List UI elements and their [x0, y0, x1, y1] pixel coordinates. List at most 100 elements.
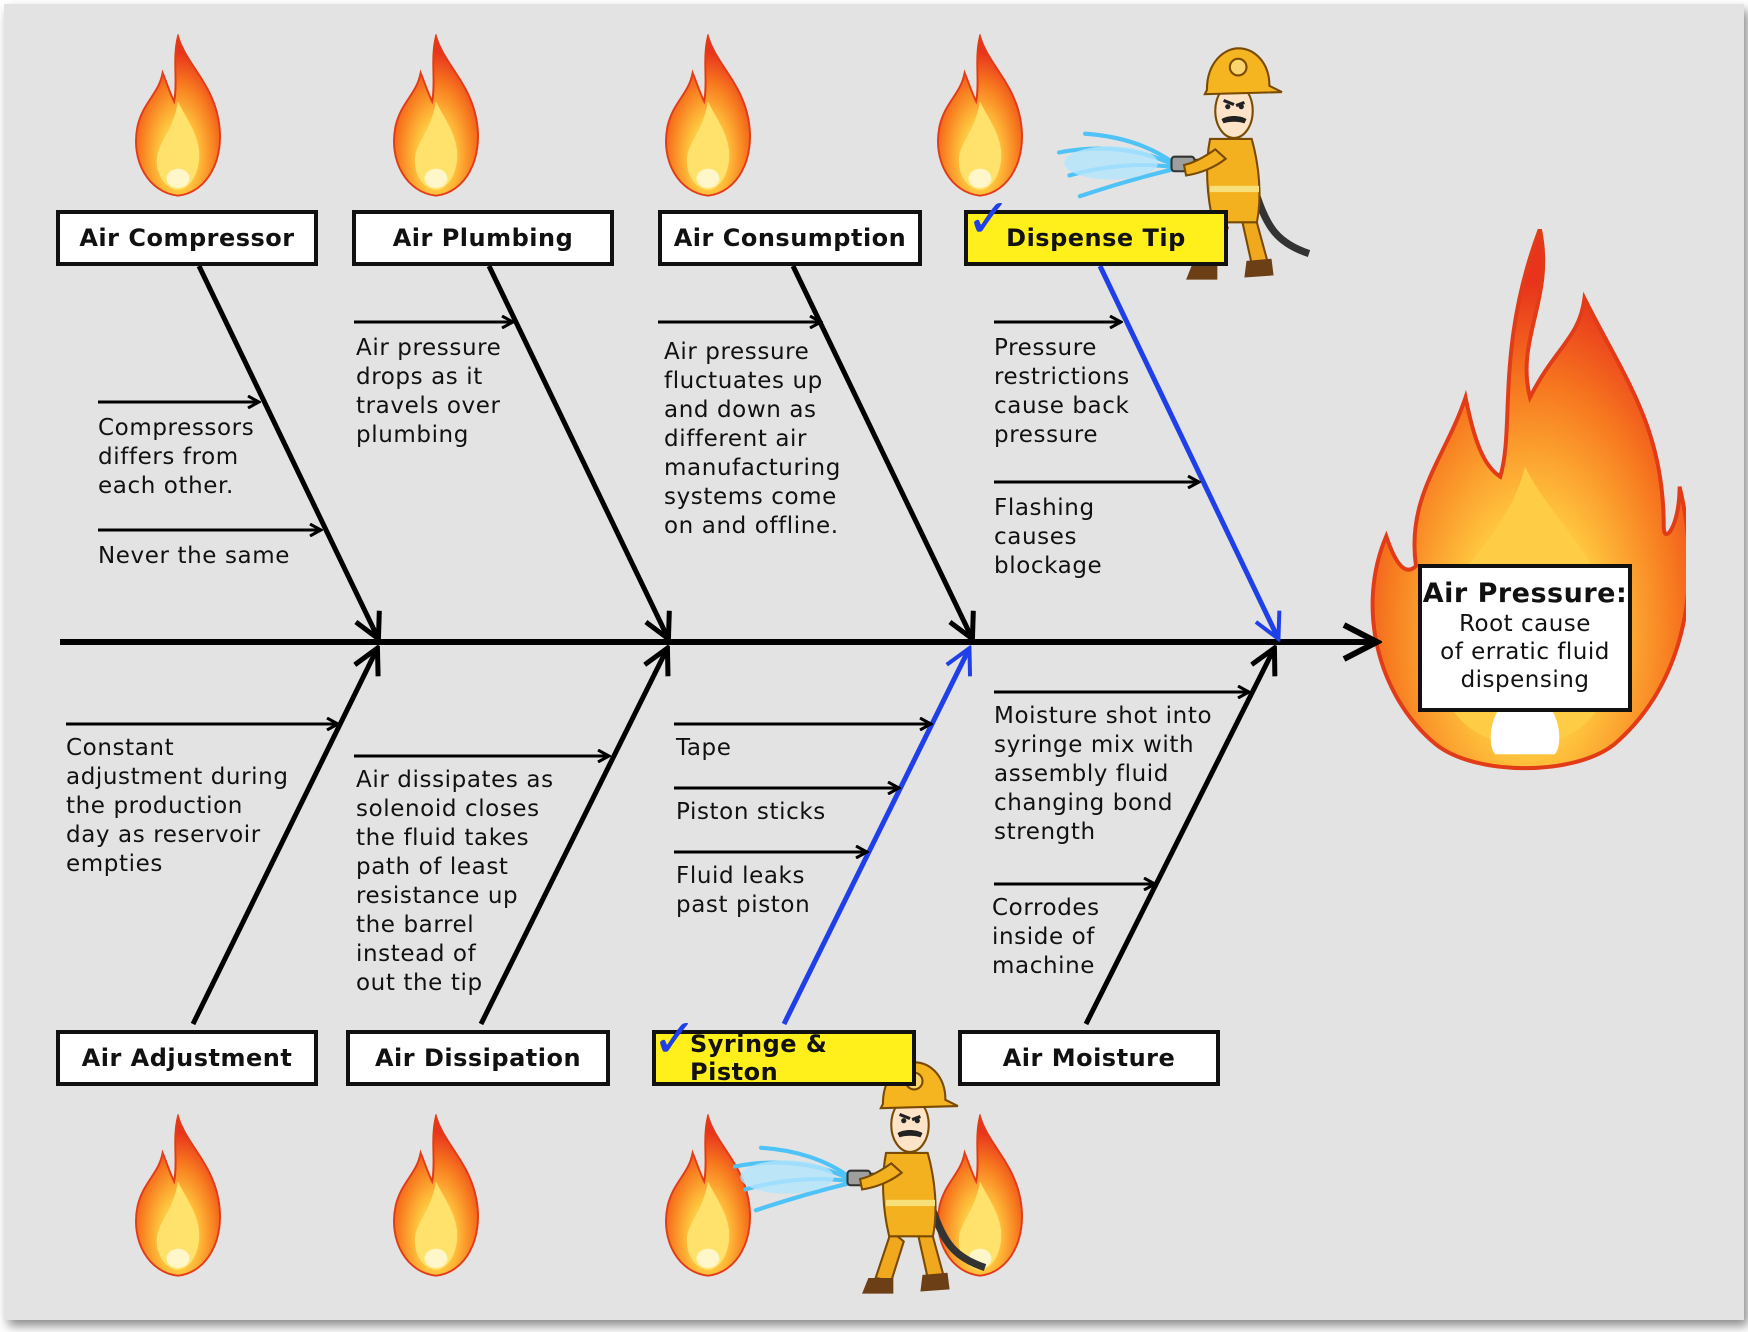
cause-text: Tape	[676, 734, 732, 763]
cause-line: inside of	[992, 924, 1095, 950]
flame-icon	[393, 35, 479, 197]
cause-line: cause back	[994, 393, 1130, 419]
cause-text: Never the same	[98, 542, 290, 571]
effect-subtitle-line: of erratic fluid	[1440, 639, 1610, 665]
cause-line: strength	[994, 819, 1096, 845]
cause-line: drops as it	[356, 364, 483, 390]
cause-line: the barrel	[356, 912, 475, 938]
category-label: Air Moisture	[1002, 1044, 1176, 1072]
cause-line: out the tip	[356, 970, 483, 996]
effect-subtitle-line: Root cause	[1459, 611, 1591, 637]
category-label: Dispense Tip	[1006, 224, 1186, 252]
cause-line: systems come	[664, 484, 837, 510]
cause-line: Tape	[676, 735, 732, 761]
cause-line: on and offline.	[664, 513, 839, 539]
bone-air-compressor	[196, 264, 378, 638]
flame-icon	[665, 35, 751, 197]
cause-line: the production	[66, 793, 243, 819]
effect-subtitle-line: dispensing	[1460, 667, 1590, 693]
cause-line: Air pressure	[664, 339, 810, 365]
flame-icon	[937, 1115, 1023, 1277]
check-icon: ✓	[966, 187, 1012, 250]
firefighter-icon	[735, 1062, 985, 1293]
cause-line: path of least	[356, 854, 509, 880]
category-syringe-piston: Syringe & Piston	[652, 1030, 916, 1086]
category-air-dissipation: Air Dissipation	[346, 1030, 610, 1086]
effect-title: Air Pressure:	[1422, 578, 1628, 609]
category-label: Air Compressor	[79, 224, 295, 252]
cause-text: Pressure restrictions cause back pressure	[994, 334, 1130, 450]
cause-line: Compressors	[98, 415, 255, 441]
category-dispense-tip: Dispense Tip	[964, 210, 1228, 266]
cause-line: Corrodes	[992, 895, 1100, 921]
cause-line: Moisture shot into	[994, 703, 1213, 729]
category-air-consumption: Air Consumption	[658, 210, 922, 266]
cause-line: manufacturing	[664, 455, 841, 481]
cause-line: empties	[66, 851, 163, 877]
category-air-compressor: Air Compressor	[56, 210, 318, 266]
cause-text: Piston sticks	[676, 798, 826, 827]
cause-text: Corrodes inside of machine	[992, 894, 1100, 981]
diagram-background: Air Compressor Air Plumbing Air Consumpt…	[4, 4, 1744, 1320]
cause-line: Piston sticks	[676, 799, 826, 825]
cause-line: Constant	[66, 735, 175, 761]
flame-icon	[135, 1115, 221, 1277]
cause-line: Flashing	[994, 495, 1095, 521]
category-label: Air Adjustment	[81, 1044, 293, 1072]
cause-line: machine	[992, 953, 1096, 979]
cause-line: syringe mix with	[994, 732, 1195, 758]
cause-text: Air dissipates as solenoid closes the flui…	[356, 766, 554, 998]
bone-syringe-piston	[781, 649, 969, 1026]
flame-icon	[135, 35, 221, 197]
cause-text: Fluid leaks past piston	[676, 862, 810, 920]
category-label: Syringe & Piston	[690, 1030, 828, 1086]
cause-line: differs from	[98, 444, 239, 470]
cause-line: past piston	[676, 892, 811, 918]
cause-text: Air pressure drops as it travels over plumb…	[356, 334, 501, 450]
cause-line: assembly fluid	[994, 761, 1169, 787]
category-label: Air Plumbing	[392, 224, 574, 252]
flame-icon	[937, 35, 1023, 197]
cause-text: Air pressure fluctuates up and down as diff…	[664, 338, 841, 541]
fishbone-diagram	[60, 35, 1744, 1320]
cause-line: Pressure	[994, 335, 1098, 361]
bone-air-dissipation	[478, 649, 667, 1026]
bone-air-adjustment	[190, 649, 377, 1026]
category-label: Air Dissipation	[374, 1044, 582, 1072]
cause-line: travels over	[356, 393, 501, 419]
cause-line: and down as	[664, 397, 817, 423]
flame-icon	[665, 1115, 751, 1277]
cause-line: pressure	[994, 422, 1099, 448]
cause-line: each other.	[98, 473, 234, 499]
category-air-adjustment: Air Adjustment	[56, 1030, 318, 1086]
bone-dispense-tip	[1097, 264, 1278, 638]
category-air-moisture: Air Moisture	[958, 1030, 1220, 1086]
bone-air-plumbing	[486, 264, 668, 638]
category-air-plumbing: Air Plumbing	[352, 210, 614, 266]
cause-line: changing bond	[994, 790, 1174, 816]
cause-line: day as reservoir	[66, 822, 261, 848]
cause-text: Flashing causes blockage	[994, 494, 1102, 581]
check-icon: ✓	[652, 1007, 698, 1070]
cause-text: Constant adjustment during the production d…	[66, 734, 289, 879]
cause-line: Never the same	[98, 543, 290, 569]
flame-icon	[393, 1115, 479, 1277]
cause-line: plumbing	[356, 422, 469, 448]
cause-line: different air	[664, 426, 808, 452]
cause-line: instead of	[356, 941, 477, 967]
cause-line: resistance up	[356, 883, 519, 909]
cause-line: the fluid takes	[356, 825, 530, 851]
cause-line: restrictions	[994, 364, 1130, 390]
cause-line: solenoid closes	[356, 796, 540, 822]
cause-line: blockage	[994, 553, 1103, 579]
cause-line: Air dissipates as	[356, 767, 554, 793]
cause-line: fluctuates up	[664, 368, 823, 394]
cause-line: adjustment during	[66, 764, 289, 790]
bone-air-moisture	[1083, 649, 1274, 1026]
cause-text: Compressors differs from each other.	[98, 414, 254, 501]
cause-line: causes	[994, 524, 1078, 550]
cause-line: Fluid leaks	[676, 863, 806, 889]
cause-line: Air pressure	[356, 335, 502, 361]
